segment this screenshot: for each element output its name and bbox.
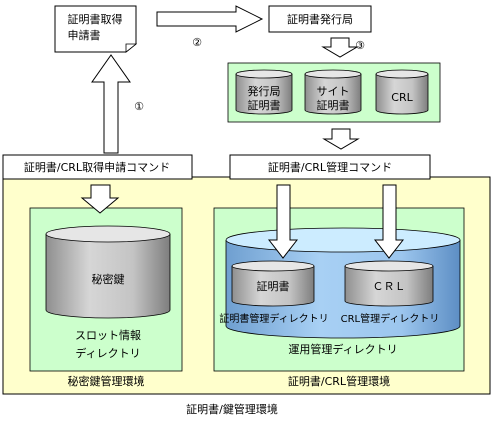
arrow-command-to-cert	[267, 184, 299, 259]
arrow-command-to-secret	[80, 184, 120, 214]
secret-key-label: 秘密鍵	[92, 272, 125, 286]
secret-key-db: 秘密鍵	[45, 225, 171, 319]
step3-label: ③	[355, 39, 365, 52]
crl-db: ＣＲＬ	[344, 260, 434, 307]
arrow-step2	[156, 5, 264, 33]
ca-label: 証明書発行局	[287, 12, 353, 26]
cert-dir-label: 証明書管理ディレクトリ	[219, 312, 328, 325]
crl-db-label: ＣＲＬ	[373, 280, 406, 293]
manage-command-box	[229, 154, 431, 180]
issuer-cert-line1: 発行局	[248, 84, 281, 98]
ca-box	[268, 5, 372, 33]
site-cert-db: サイト 証明書	[304, 69, 362, 115]
slot-dir-line2: ディレクトリ	[75, 346, 140, 360]
issuer-cert-db: 発行局 証明書	[235, 69, 293, 115]
cert-db-label: 証明書	[257, 279, 290, 293]
site-cert-line2: 証明書	[317, 98, 350, 112]
manage-command-label: 証明書/CRL管理コマンド	[268, 160, 392, 174]
request-document-fold	[125, 43, 138, 53]
step2-label: ②	[192, 36, 202, 49]
outer-env-label: 証明書/鍵管理環境	[186, 402, 278, 416]
slot-dir-line1: スロット情報	[75, 329, 141, 342]
ca-crl-label: CRL	[391, 91, 413, 104]
request-document-line2: 申請書	[68, 28, 101, 42]
step1-label: ①	[134, 100, 144, 113]
arrow-command-to-crl	[373, 184, 405, 259]
issuer-cert-line2: 証明書	[248, 98, 281, 112]
ops-dir-label: 運用管理ディレクトリ	[288, 342, 397, 356]
site-cert-line1: サイト	[317, 85, 350, 98]
arrow-step3	[321, 37, 359, 58]
cert-db: 証明書	[231, 260, 315, 307]
request-command-box	[2, 154, 193, 180]
request-document-line1: 証明書取得	[68, 12, 123, 26]
ca-crl-db: CRL	[375, 69, 429, 115]
arrow-db-to-command	[322, 128, 360, 150]
cert-env-label: 証明書/CRL管理環境	[288, 374, 390, 388]
crl-dir-label: CRL管理ディレクトリ	[341, 312, 440, 325]
arrow-step1	[91, 54, 131, 154]
request-command-label: 証明書/CRL取得申請コマンド	[24, 160, 170, 174]
secret-env-label: 秘密鍵管理環境	[68, 374, 145, 388]
